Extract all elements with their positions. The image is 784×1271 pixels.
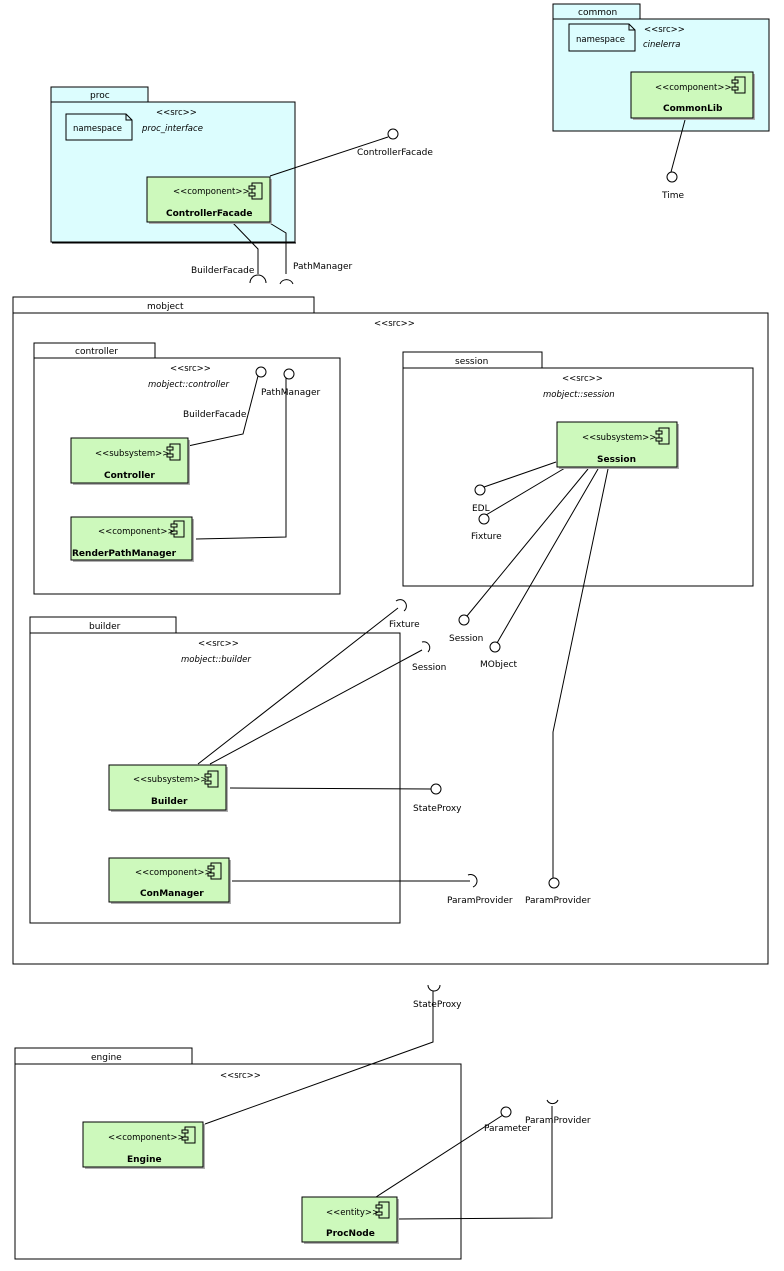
package-session-stereotype: <<src>> <box>562 374 603 384</box>
component-name: Session <box>597 455 636 465</box>
interface-label: Fixture <box>389 620 420 630</box>
required-builder-facade[interactable]: BuilderFacade <box>191 266 267 284</box>
component-name: ProcNode <box>326 1229 375 1239</box>
namespace-note: namespace <box>65 113 133 141</box>
component-session[interactable]: <<subsystem>> Session <box>556 421 679 469</box>
interface-edl[interactable]: EDL <box>472 484 490 514</box>
interface-parameter[interactable]: Parameter <box>484 1106 531 1134</box>
component-stereotype: <<subsystem>> <box>133 775 207 785</box>
component-render-path-manager[interactable]: <<component>> RenderPathManager <box>70 516 194 562</box>
interface-time[interactable]: Time <box>661 171 684 201</box>
interface-label: StateProxy <box>413 804 462 814</box>
component-name: RenderPathManager <box>72 549 177 559</box>
package-builder-stereotype: <<src>> <box>198 639 239 649</box>
interface-path-manager[interactable]: PathManager <box>261 368 321 398</box>
package-engine-stereotype: <<src>> <box>220 1071 261 1081</box>
component-name: Engine <box>127 1155 162 1165</box>
component-stereotype: <<subsystem>> <box>95 449 169 459</box>
component-name: Builder <box>151 797 188 807</box>
interface-label: Time <box>661 191 684 201</box>
package-proc-namespace: proc_interface <box>141 124 203 134</box>
interface-label: ParamProvider <box>525 896 591 906</box>
package-common-name: common <box>578 8 617 18</box>
interface-label: BuilderFacade <box>183 410 247 420</box>
component-controller-facade[interactable]: <<component>> ControllerFacade <box>146 176 272 224</box>
interface-label: StateProxy <box>413 1000 462 1010</box>
package-mobject-name: mobject <box>147 302 184 312</box>
component-engine[interactable]: <<component>> Engine <box>82 1121 205 1169</box>
component-proc-node[interactable]: <<entity>> ProcNode <box>301 1196 399 1244</box>
interface-label: Fixture <box>471 532 502 542</box>
package-mobject-stereotype: <<src>> <box>374 319 415 329</box>
component-stereotype: <<subsystem>> <box>582 433 656 443</box>
namespace-note-label: namespace <box>73 124 122 134</box>
package-engine-name: engine <box>91 1053 122 1063</box>
package-builder-namespace: mobject::builder <box>181 655 251 665</box>
component-builder[interactable]: <<subsystem>> Builder <box>108 764 228 812</box>
component-name: Controller <box>104 471 155 481</box>
component-stereotype: <<component>> <box>98 527 175 537</box>
interface-session[interactable]: Session <box>449 614 483 644</box>
interface-fixture[interactable]: Fixture <box>471 513 502 542</box>
package-controller-stereotype: <<src>> <box>170 364 211 374</box>
package-builder-name: builder <box>89 622 121 632</box>
component-name: CommonLib <box>663 104 723 114</box>
component-stereotype: <<entity>> <box>326 1208 379 1218</box>
interface-label: Parameter <box>484 1124 531 1134</box>
component-stereotype: <<component>> <box>135 868 212 878</box>
component-stereotype: <<component>> <box>108 1133 185 1143</box>
interface-label: ControllerFacade <box>357 148 433 158</box>
required-fixture[interactable]: Fixture <box>389 599 420 630</box>
package-session-name: session <box>455 357 488 367</box>
interface-state-proxy[interactable]: StateProxy <box>413 783 462 814</box>
package-proc-name: proc <box>90 91 110 101</box>
namespace-note-label: namespace <box>576 35 625 45</box>
interface-label: PathManager <box>261 388 321 398</box>
interface-builder-facade[interactable]: BuilderFacade <box>183 366 267 420</box>
interface-label: ParamProvider <box>447 896 513 906</box>
interface-label: ParamProvider <box>525 1116 591 1126</box>
package-controller-namespace: mobject::controller <box>148 380 229 390</box>
component-controller[interactable]: <<subsystem>> Controller <box>70 437 190 485</box>
required-param-provider[interactable]: ParamProvider <box>447 874 513 906</box>
package-session-namespace: mobject::session <box>543 390 615 400</box>
package-controller-name: controller <box>75 347 118 357</box>
package-proc-stereotype: <<src>> <box>156 108 197 118</box>
package-session[interactable]: session <<src>> mobject::session <box>402 351 754 587</box>
component-common-lib[interactable]: <<component>> CommonLib <box>630 71 755 120</box>
interface-label: BuilderFacade <box>191 266 255 276</box>
component-stereotype: <<component>> <box>173 187 250 197</box>
component-con-manager[interactable]: <<component>> ConManager <box>108 857 231 904</box>
package-common-namespace: cinelerra <box>643 40 680 50</box>
required-session[interactable]: Session <box>412 641 446 673</box>
interface-label: EDL <box>472 504 490 514</box>
package-common-stereotype: <<src>> <box>644 25 685 35</box>
interface-param-provider[interactable]: ParamProvider <box>525 877 591 906</box>
interface-label: Session <box>449 634 483 644</box>
required-state-proxy[interactable]: StateProxy <box>413 984 462 1010</box>
component-name: ConManager <box>140 889 204 899</box>
interface-label: MObject <box>480 660 518 670</box>
component-name: ControllerFacade <box>166 209 252 219</box>
component-stereotype: <<component>> <box>655 83 732 93</box>
interface-label: PathManager <box>293 262 353 272</box>
interface-label: Session <box>412 663 446 673</box>
required-path-manager[interactable]: PathManager <box>279 262 353 285</box>
interface-mobject[interactable]: MObject <box>480 641 518 670</box>
connector-lines <box>187 119 686 1220</box>
required-param-provider-engine[interactable]: ParamProvider <box>525 1099 591 1126</box>
namespace-note: namespace <box>568 23 636 52</box>
interface-controller-facade[interactable]: ControllerFacade <box>357 128 433 158</box>
